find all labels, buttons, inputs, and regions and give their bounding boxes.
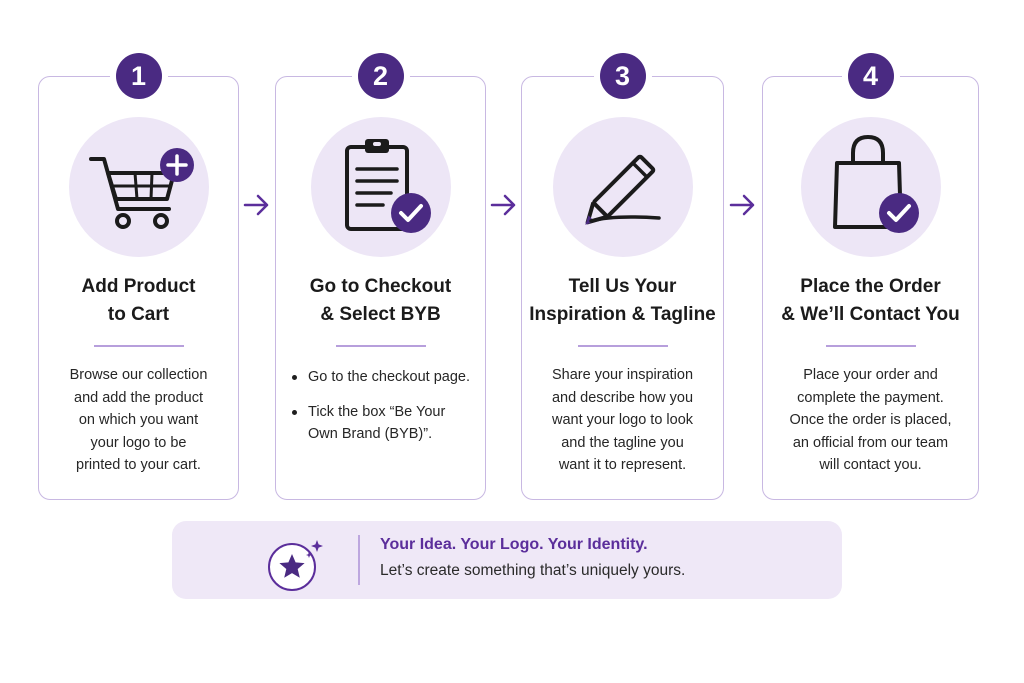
step-description: Place your order and complete the paymen… — [763, 364, 978, 477]
description-line: your logo to be — [90, 434, 187, 451]
description-line: Place your order and — [803, 367, 938, 383]
description-line: and describe how you — [551, 389, 694, 406]
title-divider — [825, 345, 916, 347]
banner-headline: Your Idea. Your Logo. Your Identity. — [380, 536, 648, 553]
step-title-line: Inspiration & Tagline — [529, 304, 716, 325]
step-title-line: Go to Checkout — [309, 276, 452, 297]
step-title-line: & Select BYB — [320, 304, 441, 325]
description-line: want it to represent. — [558, 457, 687, 473]
tagline-banner: Your Idea. Your Logo. Your Identity. Let… — [172, 521, 842, 599]
step-description: Share your inspiration and describe how … — [522, 364, 723, 477]
icon-circle — [310, 117, 451, 257]
step-description: Browse our collection and add the produc… — [39, 364, 238, 477]
title-divider — [93, 345, 184, 347]
bullet-dot — [292, 375, 297, 380]
bullet-line: Go to the checkout page. — [308, 369, 471, 385]
clipboard-check-icon — [344, 139, 431, 233]
description-line: complete the payment. — [797, 389, 944, 406]
step-title-line: Place the Order — [800, 276, 941, 297]
arrow-right-icon — [729, 193, 757, 217]
description-line: Share your inspiration — [551, 367, 694, 383]
description-line: printed to your cart. — [76, 457, 201, 473]
step-title-line: Tell Us Your — [568, 276, 677, 297]
description-line: an official from our team — [792, 434, 949, 451]
arrow-right-icon — [243, 193, 271, 217]
shopping-cart-plus-icon — [88, 148, 194, 229]
step-title: Tell Us Your Inspiration & Tagline — [522, 273, 723, 329]
step-title: Add Product to Cart — [39, 273, 238, 329]
bullet-item: Tick the box “Be Your Own Brand (BYB)”. — [292, 401, 475, 446]
arrow-right-icon — [490, 193, 518, 217]
step-title: Go to Checkout & Select BYB — [276, 273, 485, 329]
description-line: and the tagline you — [561, 434, 684, 451]
step-title-line: to Cart — [107, 304, 170, 325]
step-number-badge: 2 — [357, 53, 404, 99]
icon-circle — [800, 117, 941, 257]
bullet-line: Own Brand (BYB)”. — [308, 426, 433, 442]
pencil-icon — [584, 154, 661, 225]
description-line: Browse our collection — [69, 367, 208, 383]
description-line: on which you want — [78, 412, 199, 428]
step-number-badge: 4 — [847, 53, 894, 99]
icon-circle — [552, 117, 693, 257]
step-card-4: 4 Place the Order & We’ll Contact You Pl… — [762, 53, 979, 500]
bullet-item: Go to the checkout page. — [292, 366, 475, 389]
step-title-line: Add Product — [81, 276, 196, 297]
icon-circle — [68, 117, 209, 257]
description-line: want your logo to look — [551, 412, 694, 428]
step-number-badge: 3 — [599, 53, 646, 99]
banner-subtext: Let’s create something that’s uniquely y… — [380, 562, 686, 579]
title-divider — [335, 345, 426, 347]
step-card-2: 2 Go to Checkout & Select BYB Go to the — [275, 53, 486, 500]
star-badge-icon — [268, 540, 323, 591]
description-line: and add the product — [74, 389, 203, 406]
step-number-badge: 1 — [115, 53, 162, 99]
description-line: Once the order is placed, — [789, 412, 952, 428]
step-bullet-list: Go to the checkout page. Tick the box “B… — [292, 366, 475, 458]
step-card-3: 3 Tell Us Your Inspiration & Tagline Sha… — [521, 53, 724, 500]
description-line: will contact you. — [819, 457, 922, 473]
bullet-dot — [292, 409, 297, 415]
bullet-line: Tick the box “Be Your — [308, 403, 446, 420]
step-title-line: & We’ll Contact You — [781, 304, 960, 325]
step-title: Place the Order & We’ll Contact You — [763, 273, 978, 329]
step-card-1: 1 Add Product to Cart Browse our collect… — [38, 53, 239, 500]
shopping-bag-check-icon — [832, 134, 919, 233]
title-divider — [577, 345, 668, 347]
banner-divider — [358, 535, 360, 585]
